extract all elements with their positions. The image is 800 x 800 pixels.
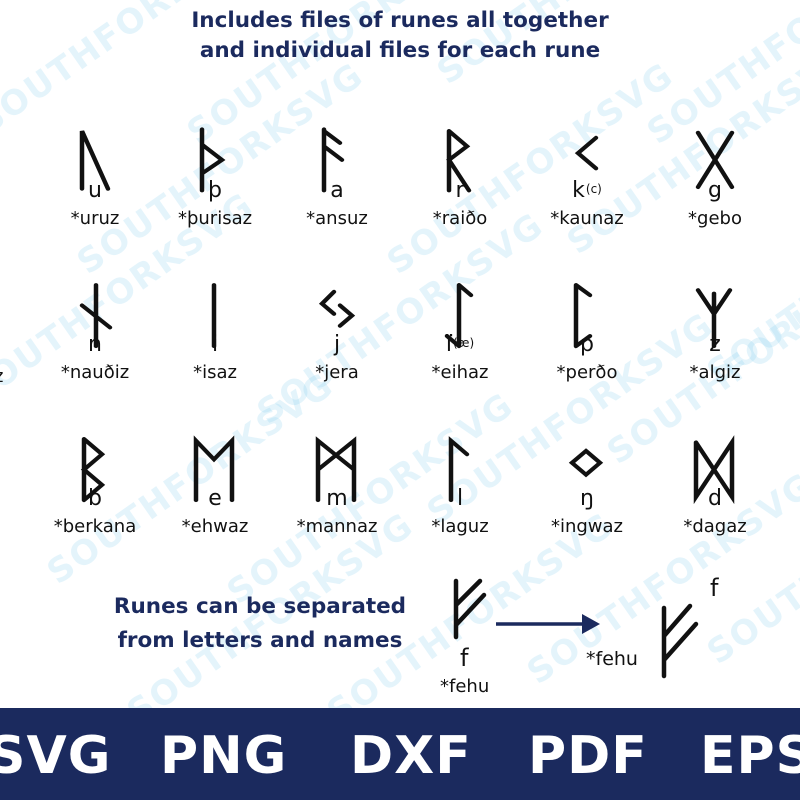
kaunaz-rune-icon — [574, 135, 599, 171]
dagaz-rune-icon — [693, 435, 735, 505]
rune-letter-text: j — [333, 332, 341, 357]
rune-letter-text: d — [708, 486, 722, 511]
jera-rune-icon — [318, 289, 356, 328]
rune-name: *kaunaz — [550, 208, 624, 229]
example-letter: f — [460, 644, 469, 672]
fehu-rune-icon — [453, 578, 487, 640]
rune-letter: k(c) — [522, 178, 652, 203]
rune-letter-text: g — [708, 178, 722, 203]
header-line-1: Includes files of runes all together — [191, 8, 609, 33]
rune-letter-note: (c) — [585, 182, 602, 196]
page-header: Includes files of runes all together and… — [0, 6, 800, 66]
rune-name: *nauðiz — [60, 362, 130, 383]
rune-letter: r — [395, 178, 525, 203]
rune-name: *þurisaz — [177, 208, 253, 229]
rune-name: *ingwaz — [550, 516, 624, 537]
rune-name: *isaz — [193, 362, 237, 383]
rune-letter: j — [272, 332, 402, 357]
rune-letter-text: p — [580, 332, 594, 357]
rune-letter-text: ŋ — [580, 486, 594, 511]
algiz-rune-icon — [695, 288, 733, 349]
rune-letter: n — [30, 332, 160, 357]
cropped-edge-letter: z — [0, 366, 3, 387]
example-rune-name: *fehu — [440, 676, 490, 697]
gebo-rune-icon — [695, 130, 735, 190]
ansuz-rune-icon — [321, 127, 345, 193]
eihaz-rune-icon — [444, 283, 474, 349]
uruz-rune-icon — [79, 130, 111, 191]
rune-letter-text: e — [208, 486, 222, 511]
ingwaz-rune-icon — [568, 448, 604, 478]
rune-letter-text: r — [455, 178, 465, 203]
rune-letter: l — [395, 486, 525, 511]
laguz-rune-icon — [448, 436, 470, 503]
separation-line-2: from letters and names — [117, 628, 403, 653]
format-eps: EPS — [700, 726, 800, 786]
berkana-rune-icon — [80, 437, 106, 503]
rune-letter-text: n — [88, 332, 102, 357]
rune-name: *berkana — [53, 516, 137, 537]
rune-letter: u — [30, 178, 160, 203]
rune-letter-text: ï — [445, 332, 452, 357]
rune-letter-text: þ — [208, 178, 222, 203]
fehu-rune-icon — [661, 603, 699, 679]
isaz-rune-icon — [211, 283, 217, 349]
format-dxf: DXF — [350, 726, 472, 786]
rune-letter: p — [522, 332, 652, 357]
rune-letter: z — [650, 332, 780, 357]
separated-rune-name: *fehu — [586, 648, 638, 670]
rune-letter-text: u — [88, 178, 102, 203]
rune-name: *gebo — [688, 208, 742, 229]
rune-name: *raiðo — [432, 208, 488, 229]
rune-name: *mannaz — [296, 516, 378, 537]
rune-name: *ehwaz — [181, 516, 249, 537]
rune-letter-text: z — [709, 332, 721, 357]
rune-letter: d — [650, 486, 780, 511]
format-banner: SVG PNG DXF PDF EPS — [0, 708, 800, 800]
rune-letter: b — [30, 486, 160, 511]
rune-name: *ansuz — [306, 208, 368, 229]
rune-letter-text: m — [326, 486, 348, 511]
rune-letter-text: k — [572, 178, 585, 203]
rune-name: *jera — [315, 362, 359, 383]
rune-letter: a — [272, 178, 402, 203]
rune-letter-text: a — [330, 178, 344, 203]
rune-name: *eihaz — [431, 362, 489, 383]
perdo-rune-icon — [573, 283, 593, 349]
rune-letter: þ — [150, 178, 280, 203]
format-pdf: PDF — [528, 726, 648, 786]
rune-letter-text: b — [88, 486, 102, 511]
mannaz-rune-icon — [315, 436, 357, 503]
rune-name: *perðo — [556, 362, 618, 383]
header-line-2: and individual files for each rune — [199, 38, 601, 63]
rune-letter: i — [150, 332, 280, 357]
rune-name: *laguz — [431, 516, 489, 537]
separation-note: Runes can be separated from letters and … — [80, 590, 440, 658]
ehwaz-rune-icon — [193, 435, 235, 503]
rune-letter-note: (æ) — [452, 336, 475, 350]
rune-name: *algiz — [689, 362, 741, 383]
rune-letter-text: i — [211, 332, 219, 357]
rune-letter: e — [150, 486, 280, 511]
rune-name: *dagaz — [683, 516, 747, 537]
naudiz-rune-icon — [79, 283, 113, 349]
thurisaz-rune-icon — [199, 127, 226, 193]
raido-rune-icon — [446, 129, 472, 193]
format-png: PNG — [160, 726, 288, 786]
rune-name: *uruz — [70, 208, 120, 229]
rune-letter-text: l — [456, 486, 464, 511]
rune-letter: ŋ — [522, 486, 652, 511]
separated-letter: f — [710, 574, 719, 602]
rune-letter: m — [272, 486, 402, 511]
separation-line-1: Runes can be separated — [113, 594, 407, 619]
arrow-right-icon — [496, 614, 600, 634]
rune-letter: g — [650, 178, 780, 203]
rune-letter: ï(æ) — [395, 332, 525, 357]
format-svg: SVG — [0, 726, 112, 786]
